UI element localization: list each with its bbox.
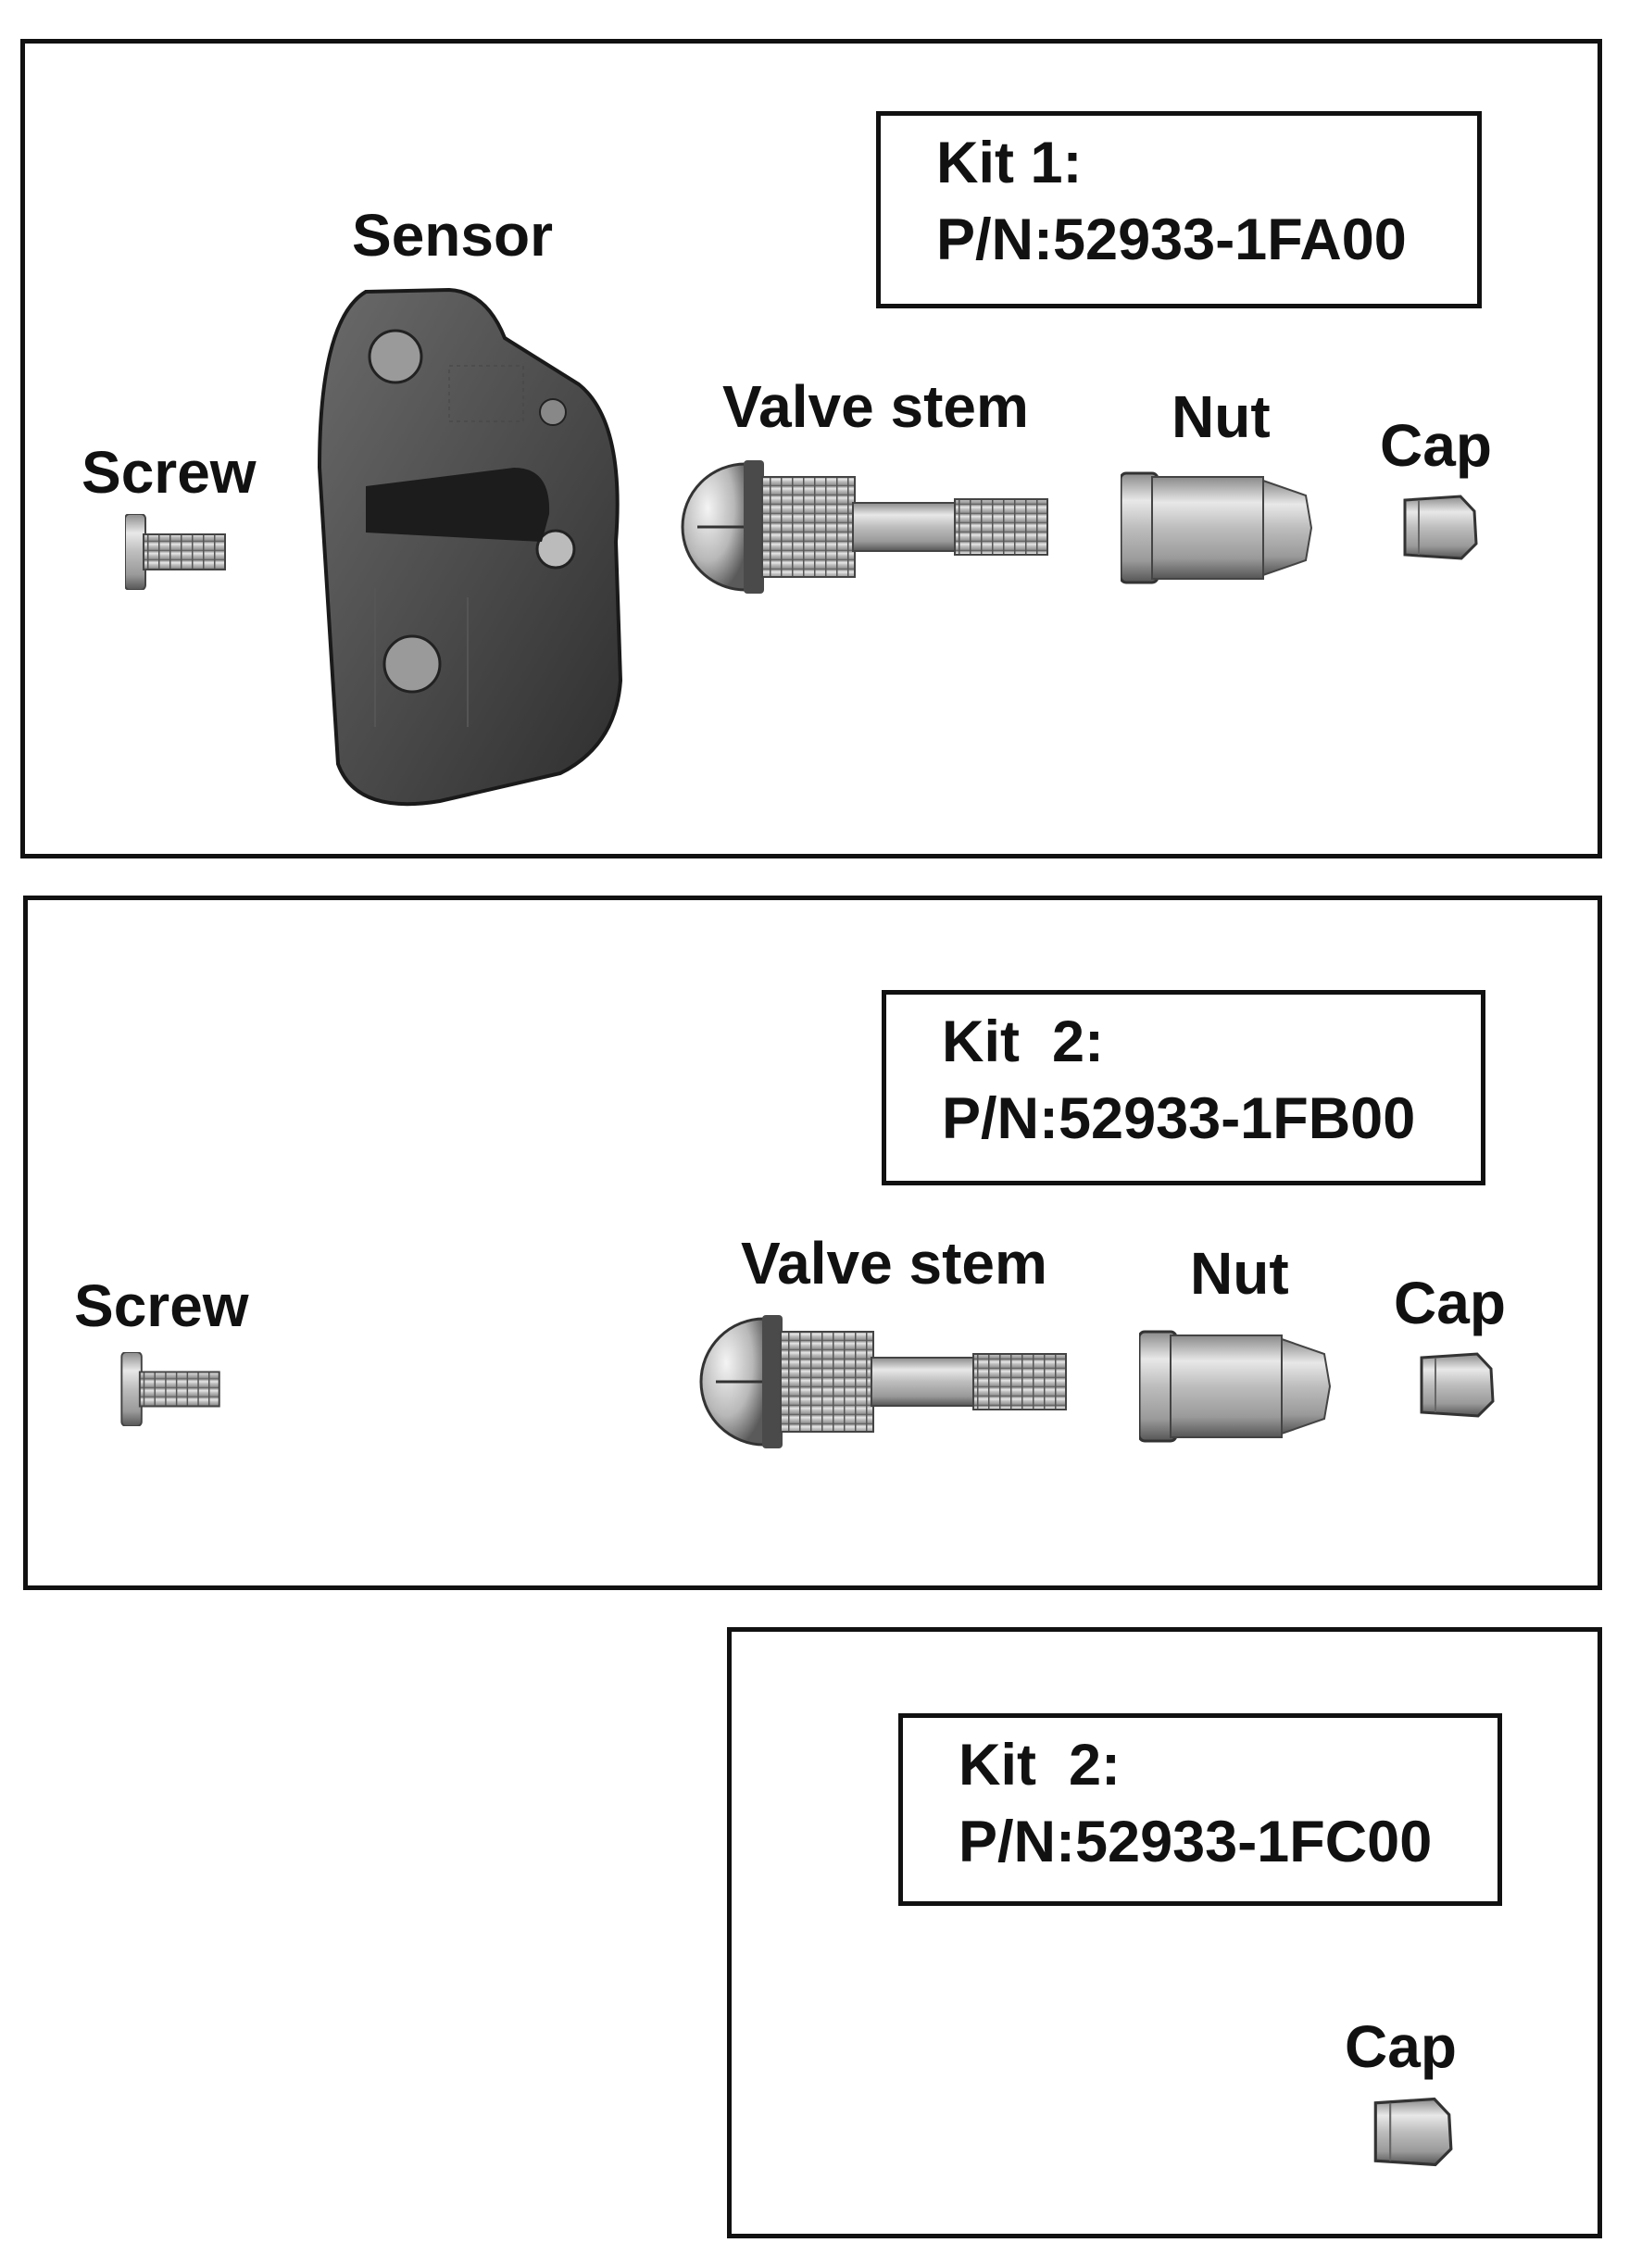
- kit-3-title: Kit 2:: [959, 1733, 1122, 1798]
- nut-image: [1121, 468, 1315, 588]
- kit-1-nut-label: Nut: [1172, 383, 1271, 450]
- kit-2-title-box: Kit 2: P/N:52933-1FB00: [882, 990, 1485, 1185]
- kit-1-title: Kit 1:: [936, 131, 1083, 195]
- screw-image: [125, 514, 229, 590]
- kit-3-title-box: Kit 2: P/N:52933-1FC00: [898, 1713, 1502, 1906]
- kit-2-screw-label: Screw: [74, 1272, 249, 1339]
- kit-3-part-number: P/N:52933-1FC00: [959, 1810, 1433, 1874]
- nut-image: [1139, 1326, 1334, 1447]
- kit-2-panel: [23, 896, 1602, 1590]
- valve-stem-image: [681, 458, 1051, 595]
- kit-1-valve-stem-label: Valve stem: [722, 373, 1029, 440]
- kit-1-part-number: P/N:52933-1FA00: [936, 207, 1407, 272]
- cap-image: [1400, 493, 1479, 562]
- kit-1-sensor-label: Sensor: [352, 202, 553, 269]
- cap-image: [1371, 2095, 1454, 2169]
- kit-1-screw-label: Screw: [81, 439, 257, 506]
- kit-1-title-box: Kit 1: P/N:52933-1FA00: [876, 111, 1482, 308]
- sensor-image: [301, 282, 634, 815]
- kit-2-valve-stem-label: Valve stem: [741, 1230, 1047, 1297]
- kit-2-cap-label: Cap: [1394, 1270, 1506, 1336]
- kit-2-part-number: P/N:52933-1FB00: [942, 1086, 1416, 1151]
- kit-2-nut-label: Nut: [1190, 1240, 1289, 1307]
- screw-image: [120, 1352, 224, 1426]
- cap-image: [1417, 1350, 1496, 1420]
- kit-3-cap-label: Cap: [1345, 2013, 1457, 2080]
- kit-1-cap-label: Cap: [1380, 412, 1492, 479]
- valve-stem-image: [699, 1313, 1070, 1450]
- kit-2-title: Kit 2:: [942, 1009, 1105, 1074]
